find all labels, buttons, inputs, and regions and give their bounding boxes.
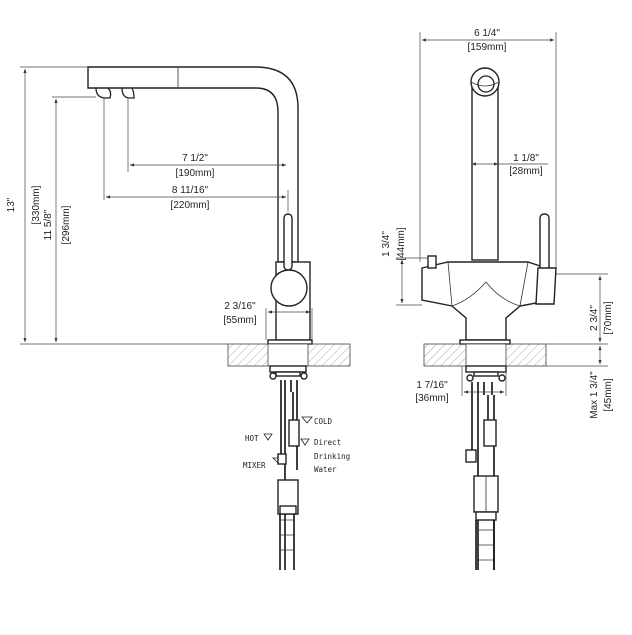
dim-max-deck-metric: [45mm]	[603, 378, 614, 412]
dim-base-diameter-metric: [55mm]	[223, 315, 257, 326]
dim-spout-dia-metric: [28mm]	[509, 166, 543, 177]
side-hoses	[277, 380, 300, 570]
front-hoses	[465, 382, 499, 570]
dim-reach-outlet-imperial: 7 1/2"	[182, 153, 208, 164]
dim-shank-dia-metric: [36mm]	[415, 393, 449, 404]
dim-height-spout-imperial: 11 5/8"	[43, 209, 54, 240]
dim-max-deck-imperial: Max 1 3/4"	[589, 371, 600, 419]
front-body	[421, 213, 557, 345]
dim-handle-height-metric: [44mm]	[396, 227, 407, 261]
label-mixer: MIXER	[243, 461, 266, 470]
dim-body-height-metric: [70mm]	[603, 301, 614, 335]
dim-reach-total-metric: [220mm]	[171, 200, 210, 211]
dim-width-metric: [159mm]	[468, 42, 507, 53]
front-dimensions: 6 1/4" [159mm] 1 1/8" [28mm] 1 3/4" [44m…	[381, 28, 614, 419]
front-spout	[470, 67, 500, 261]
side-body	[267, 213, 313, 345]
dim-reach-outlet-metric: [190mm]	[176, 168, 215, 179]
front-countertop	[423, 343, 547, 382]
dim-shank-dia-imperial: 1 7/16"	[416, 380, 448, 391]
side-spout	[87, 66, 299, 263]
side-countertop	[227, 343, 351, 380]
label-cold: COLD	[314, 417, 333, 426]
dim-base-diameter-imperial: 2 3/16"	[224, 301, 256, 312]
side-view: COLD HOT Direct Drinking Water MIXER 13"…	[6, 66, 351, 570]
dim-height-spout-metric: [296mm]	[61, 205, 72, 244]
dim-reach-total-imperial: 8 11/16"	[172, 185, 209, 196]
label-direct-1: Direct	[314, 438, 341, 447]
dim-handle-height-imperial: 1 3/4"	[381, 231, 392, 257]
front-view: 6 1/4" [159mm] 1 1/8" [28mm] 1 3/4" [44m…	[381, 28, 614, 570]
hose-labels: COLD HOT Direct Drinking Water MIXER	[243, 416, 350, 474]
dim-spout-dia-imperial: 1 1/8"	[513, 153, 539, 164]
label-hot: HOT	[245, 434, 259, 443]
dim-width-imperial: 6 1/4"	[474, 28, 500, 39]
side-dimensions: 13" [330mm] 11 5/8" [296mm] 7 1/2" [190m…	[6, 66, 313, 345]
dim-body-height-imperial: 2 3/4"	[589, 305, 600, 331]
label-direct-2: Drinking	[314, 452, 350, 461]
dim-height-total-metric: [330mm]	[31, 185, 42, 224]
label-direct-3: Water	[314, 465, 337, 474]
dim-height-total-imperial: 13"	[6, 197, 17, 212]
